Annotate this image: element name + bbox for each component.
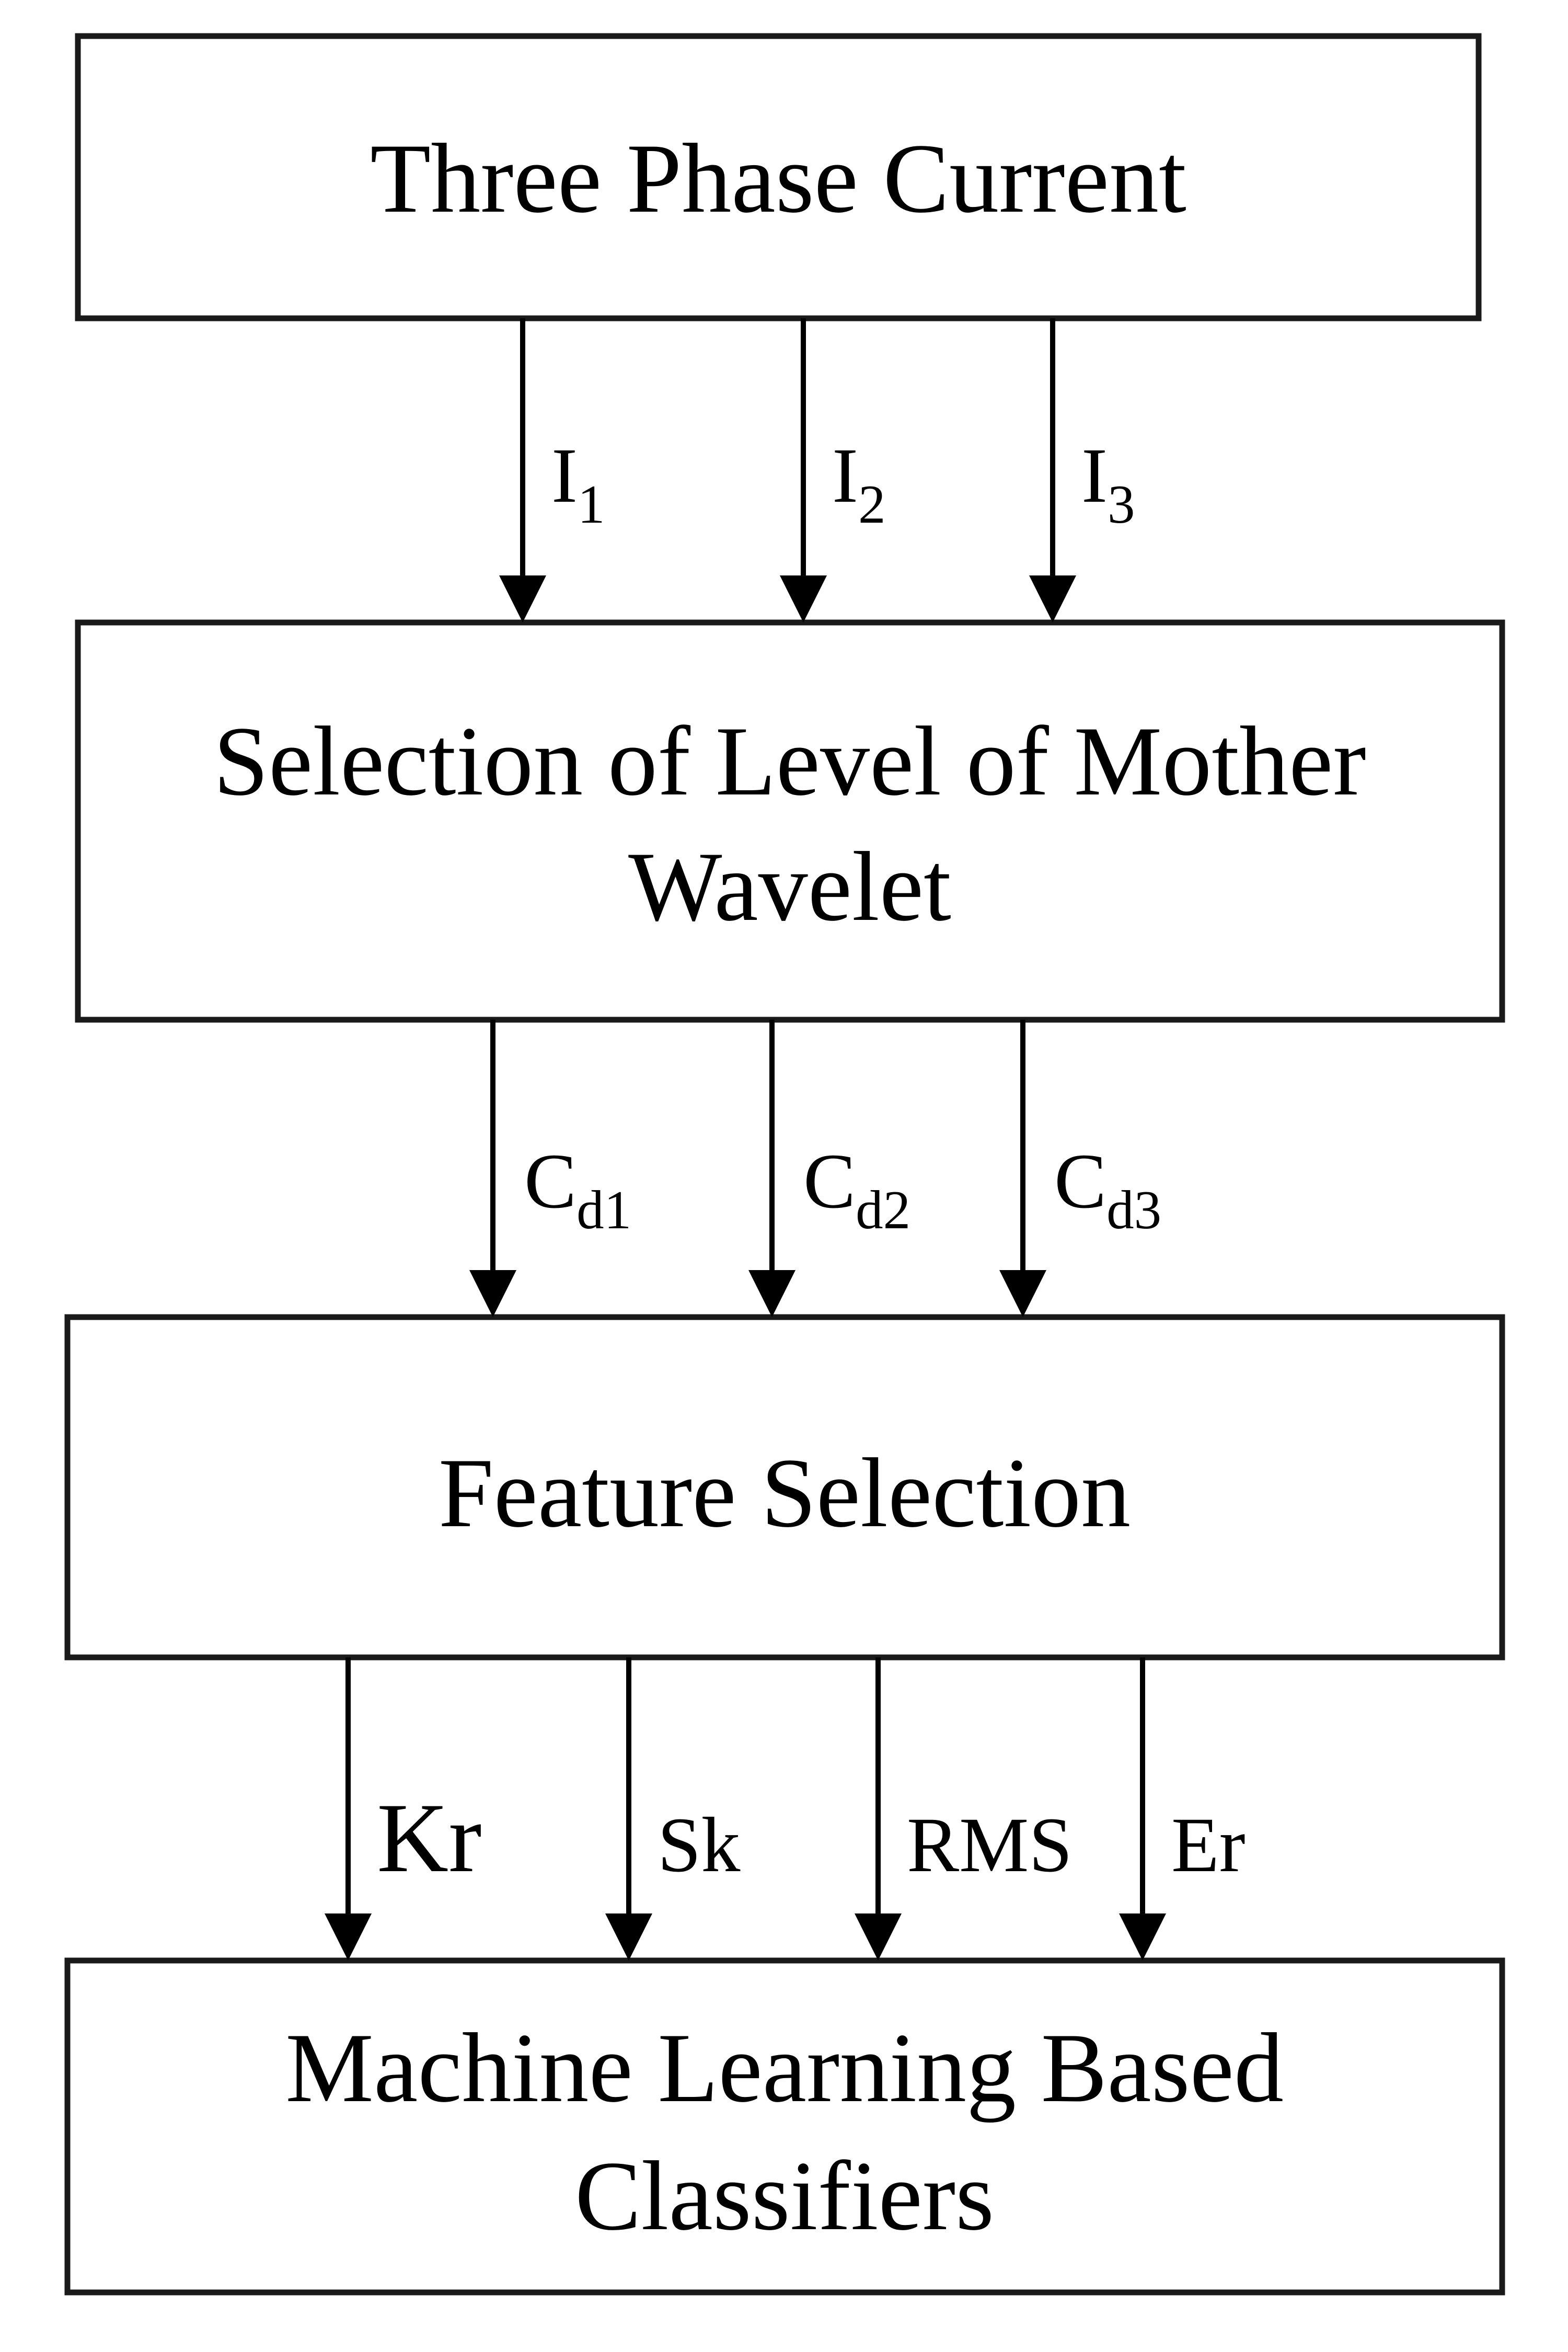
arrow-label-subscript: d1	[577, 1179, 631, 1240]
arrow: Cd3	[999, 1020, 1161, 1317]
arrow-label: Kr	[377, 1783, 481, 1893]
arrow: Er	[1119, 1657, 1246, 1961]
arrow-label-main: Kr	[377, 1783, 481, 1893]
arrow-head-icon	[748, 1270, 795, 1317]
arrow-label-subscript: d3	[1106, 1179, 1161, 1240]
arrow-head-icon	[780, 575, 827, 622]
box-label-line-2: Wavelet	[628, 832, 951, 942]
arrow-label-subscript: d2	[856, 1179, 910, 1240]
arrow-label-main: Sk	[658, 1802, 740, 1888]
arrow-label: I2	[832, 432, 885, 535]
arrow-label-main: C	[524, 1138, 577, 1225]
arrow-head-icon	[499, 575, 546, 622]
arrow-label-subscript: 2	[858, 474, 886, 535]
arrow-head-icon	[999, 1270, 1046, 1317]
arrow-label-main: C	[1054, 1138, 1106, 1225]
arrow-label-main: Er	[1171, 1802, 1246, 1888]
arrow-label: Er	[1171, 1802, 1246, 1888]
arrow: Sk	[605, 1657, 740, 1961]
box-three-phase-current: Three Phase Current	[75, 33, 1482, 321]
arrow: Cd2	[748, 1020, 910, 1317]
box-ml-classifiers: Machine Learning Based Classifiers	[64, 1957, 1505, 2296]
arrow-label-main: I	[1081, 432, 1108, 519]
arrow: I3	[1029, 318, 1135, 622]
box-feature-selection: Feature Selection	[64, 1314, 1505, 1661]
arrow-head-icon	[855, 1913, 902, 1961]
arrow-head-icon	[1119, 1913, 1166, 1961]
arrow-head-icon	[469, 1270, 516, 1317]
arrow-label-subscript: 3	[1108, 474, 1135, 535]
arrow: RMS	[855, 1657, 1073, 1961]
arrow: Cd1	[469, 1020, 631, 1317]
arrow-label-main: RMS	[907, 1802, 1073, 1888]
arrows-features: Kr Sk RMS Er	[325, 1657, 1246, 1961]
arrow-label: Cd2	[803, 1138, 910, 1240]
arrow: Kr	[325, 1657, 481, 1961]
box-wavelet-level-selection: Selection of Level of Mother Wavelet	[75, 619, 1505, 1023]
arrow-head-icon	[605, 1913, 652, 1961]
box-label: Three Phase Current	[370, 124, 1186, 234]
arrow-label: I1	[551, 432, 605, 535]
arrow: I2	[780, 318, 885, 622]
arrow-label: Cd1	[524, 1138, 631, 1240]
box-label-line-1: Machine Learning Based	[285, 2013, 1284, 2123]
arrow-label-subscript: 1	[578, 474, 605, 535]
arrow-head-icon	[325, 1913, 372, 1961]
arrow-head-icon	[1029, 575, 1076, 622]
arrow-label-main: I	[551, 432, 578, 519]
arrow-label-main: I	[832, 432, 858, 519]
arrow-label: RMS	[907, 1802, 1073, 1888]
arrow-label: Cd3	[1054, 1138, 1161, 1240]
box-label: Feature Selection	[439, 1438, 1131, 1548]
arrow-label: Sk	[658, 1802, 740, 1888]
box-label-line-1: Selection of Level of Mother	[213, 707, 1366, 816]
arrow-label: I3	[1081, 432, 1135, 535]
box-label-line-2: Classifiers	[575, 2141, 994, 2251]
arrow: I1	[499, 318, 605, 622]
arrow-label-main: C	[803, 1138, 856, 1225]
